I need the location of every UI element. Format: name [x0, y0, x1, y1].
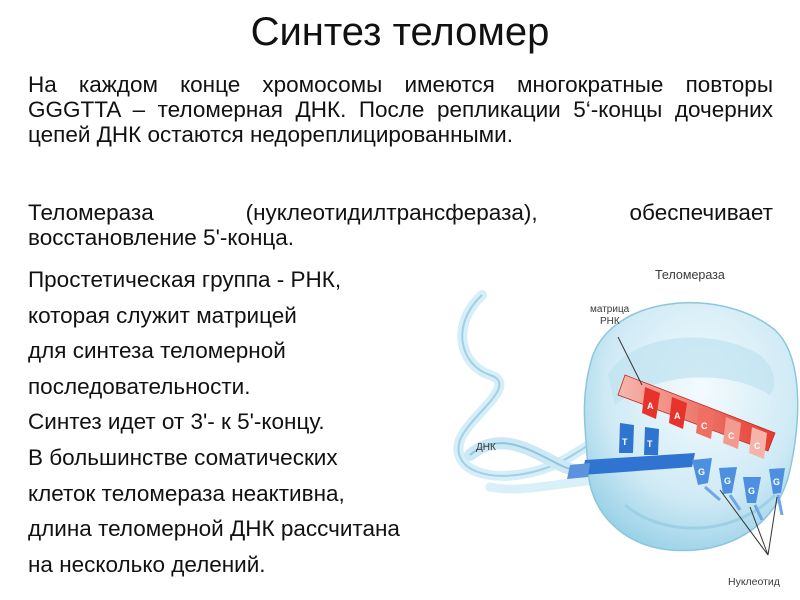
- label-rna-matrix: матрица: [590, 304, 630, 315]
- slide-title: Синтез теломер: [250, 10, 550, 54]
- rna-base-label: C: [728, 431, 735, 441]
- pointer-lines: [617, 336, 778, 556]
- text-line: Простетическая группа - РНК,: [28, 267, 342, 292]
- label-dna: ДНК: [476, 442, 496, 453]
- nucleotide-base-label: G: [724, 476, 731, 486]
- incoming-nucleotides: G G G G: [692, 458, 785, 521]
- dna-base-label: T: [622, 437, 628, 447]
- rna-bases: A A C C C: [642, 387, 767, 459]
- text-line: длина теломерной ДНК рассчитана: [28, 516, 400, 542]
- telomerase-illustration: A A C C C T T G G G G: [430, 255, 800, 600]
- dna-strand: T T: [567, 423, 695, 479]
- telomerase-enzyme: [583, 301, 799, 552]
- label-rna-matrix-rna: РНК: [600, 316, 620, 327]
- rna-base-label: C: [701, 421, 708, 431]
- nucleotide-base-label: G: [748, 486, 755, 496]
- label-nucleotide: Нуклеотид: [728, 576, 780, 588]
- text-line: последовательности.: [28, 373, 251, 399]
- rna-base-label: A: [674, 411, 681, 421]
- nucleotide-base-label: G: [773, 477, 780, 487]
- telomerase-diagram: A A C C C T T G G G G: [453, 268, 799, 588]
- dna-base-label: T: [647, 439, 653, 449]
- paragraph-telomere-repeats: На каждом конце хромосомы имеются многок…: [28, 72, 773, 147]
- text-line: которая служит матрицей: [28, 302, 297, 328]
- text-line: клеток теломераза неактивна,: [28, 480, 345, 506]
- label-telomerase: Теломераза: [655, 268, 725, 282]
- text-line: для синтеза теломерной: [28, 338, 286, 364]
- nucleotide-base-label: G: [698, 467, 705, 477]
- text-line: на несколько делений.: [28, 551, 266, 577]
- text-line: В большинстве соматических: [28, 444, 338, 470]
- text-line: Синтез идет от 3'- к 5'-концу.: [28, 409, 325, 435]
- rna-base-label: C: [754, 441, 761, 451]
- rna-base-label: A: [647, 401, 654, 411]
- paragraph-telomerase: Теломераза (нуклеотидилтрансфераза), обе…: [28, 200, 773, 250]
- text-lines: Простетическая группа - РНК, которая слу…: [28, 262, 558, 582]
